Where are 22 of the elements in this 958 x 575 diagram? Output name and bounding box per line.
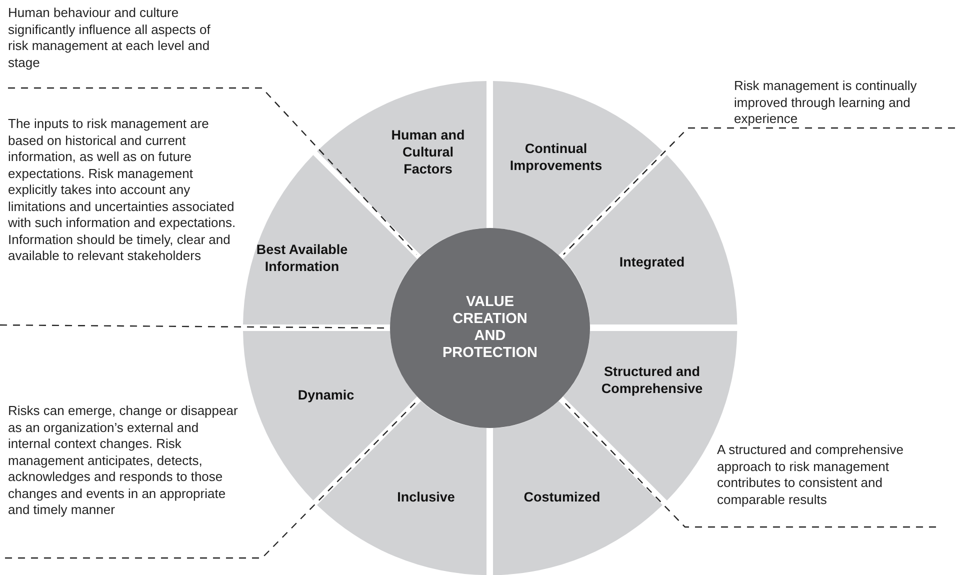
ring-segment — [493, 81, 663, 256]
leader-line — [563, 127, 955, 255]
leader-line — [8, 87, 417, 255]
segment-label: Integrated — [618, 253, 686, 270]
ring-segment — [493, 400, 663, 575]
segment-label: Human and Cultural Factors — [390, 126, 466, 178]
segment-label: Structured and Comprehensive — [600, 363, 704, 397]
segment-label: Best Available Information — [255, 240, 349, 275]
segment-label: Inclusive — [396, 488, 456, 506]
description-text: The inputs to risk management are based on historical and current information, as well as on future expectations. Risk management explicitly takes into account any limitations and uncertainties associated with such information and expectations. Information should be timely, clear and available to relevant stakeholders — [8, 116, 240, 325]
leader-line — [563, 401, 936, 528]
description-text: Human behaviour and culture significantly influence all aspects of risk management at each level and stage — [8, 5, 223, 88]
centre-label: VALUE CREATION AND PROTECTION — [441, 294, 539, 362]
description-text: Risks can emerge, change or disappear as an organization’s external and internal context changes. Risk management anticipates, detects, acknowledges and responds to those changes and events in an appropriate and timely manner — [8, 403, 240, 558]
ring-segment — [317, 400, 487, 575]
segment-label: Continual Improvements — [508, 140, 604, 174]
leader-line — [0, 324, 386, 329]
leader-line — [5, 401, 417, 559]
segment-label: Costumized — [522, 488, 602, 506]
description-text: A structured and comprehensive approach to risk management contributes to consistent and comparable results — [717, 442, 949, 527]
segment-label: Dynamic — [296, 386, 356, 404]
description-text: Risk management is continually improved through learning and experience — [734, 78, 934, 128]
